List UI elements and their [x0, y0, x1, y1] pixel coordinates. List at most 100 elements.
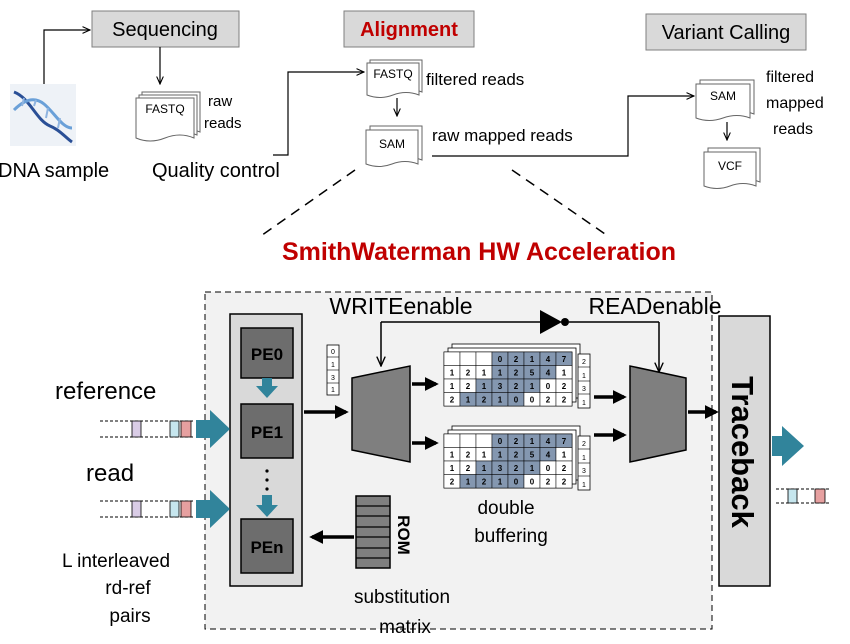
- read-label: read: [86, 460, 134, 487]
- inverter-triangle: [540, 310, 562, 334]
- side-cell: 3: [582, 386, 586, 393]
- output-sequence-strip: [776, 488, 830, 504]
- matrix-value: 1: [498, 369, 503, 378]
- matrix-value: 2: [514, 382, 519, 391]
- traceback-label: Traceback: [725, 376, 760, 528]
- matrix-cell: [475, 433, 493, 448]
- matrix-value: 1: [530, 355, 535, 364]
- matrix-value: 0: [546, 382, 551, 391]
- matrix-value: 4: [546, 369, 551, 378]
- reads-label: reads: [204, 115, 242, 132]
- matrix-value: 2: [466, 451, 471, 460]
- matrix-value: 1: [498, 396, 503, 405]
- dna-helix-icon: [10, 84, 76, 146]
- matrix-value: 2: [546, 396, 551, 405]
- matrix-value: 2: [562, 464, 567, 473]
- pairs-label: pairs: [109, 606, 150, 627]
- zoom-line-left: [257, 169, 356, 239]
- matrix-value: 3: [498, 464, 503, 473]
- matrix-value: 2: [514, 464, 519, 473]
- l-interleaved-label: L interleaved: [62, 551, 170, 572]
- alignment-label: Alignment: [360, 19, 458, 41]
- matrix-value: 4: [546, 451, 551, 460]
- index-cell: 3: [331, 375, 335, 382]
- matrix-value: 1: [530, 382, 535, 391]
- matrix-value: 1: [530, 437, 535, 446]
- demux-block: [351, 365, 411, 463]
- matrix-cell: [555, 392, 573, 407]
- matrix-value: 0: [514, 396, 519, 405]
- matrix-value: 2: [466, 369, 471, 378]
- side-column-a: 2 1 3 1: [577, 353, 591, 409]
- quality-control-label: Quality control: [152, 160, 280, 182]
- fastq-filtered-label: FASTQ: [373, 67, 412, 81]
- pe1-label: PE1: [251, 423, 283, 442]
- pe-ellipsis: [265, 469, 269, 491]
- fastq-filtered-document: FASTQ: [366, 59, 423, 98]
- matrix-value: 1: [450, 464, 455, 473]
- zoom-line-right: [511, 169, 609, 237]
- read-input-arrow: [196, 490, 230, 528]
- substitution-label: substitution: [354, 587, 450, 608]
- matrix-value: 7: [562, 437, 567, 446]
- matrix-value: 1: [466, 396, 471, 405]
- matrix-label: matrix: [379, 617, 431, 638]
- matrix-value: 2: [514, 451, 519, 460]
- fastq-raw-document: FASTQ: [135, 91, 201, 142]
- index-column: 0 1 3 1: [326, 344, 340, 396]
- matrix-value: 2: [482, 396, 487, 405]
- matrix-value: 1: [482, 369, 487, 378]
- matrix-value: 5: [530, 369, 535, 378]
- matrix-value: 2: [514, 437, 519, 446]
- pe1-block: PE1: [240, 403, 294, 459]
- reference-input-arrow: [196, 410, 230, 448]
- vcf-label: VCF: [718, 159, 742, 173]
- matrix-cell: [459, 351, 477, 366]
- reference-sequence-strip: [100, 420, 194, 438]
- mux-block: [629, 365, 687, 463]
- matrix-value: 1: [482, 464, 487, 473]
- matrix-value: 2: [562, 478, 567, 487]
- matrix-value: 0: [530, 478, 535, 487]
- side-cell: 3: [582, 468, 586, 475]
- sam-raw-document: SAM: [365, 125, 423, 167]
- matrix-value: 2: [546, 478, 551, 487]
- index-cell: 0: [331, 349, 335, 356]
- read-enable-label: READenable: [589, 293, 722, 319]
- matrix-value: 2: [466, 464, 471, 473]
- vcf-document: VCF: [703, 147, 761, 189]
- side-cell: 2: [582, 359, 586, 366]
- traceback-block: [718, 315, 771, 587]
- matrix-value: 0: [498, 437, 503, 446]
- pen-label: PEn: [250, 538, 283, 557]
- pe1-to-pen-arrow: [256, 495, 278, 517]
- matrix-value: 1: [450, 382, 455, 391]
- pe0-block: PE0: [240, 327, 294, 379]
- alignment-to-variant-arrow: [432, 96, 694, 157]
- matrix-value: 1: [466, 478, 471, 487]
- matrix-value: 1: [498, 478, 503, 487]
- index-cell: 1: [331, 387, 335, 394]
- fastq-raw-label: FASTQ: [145, 102, 184, 116]
- variant-calling-box: Variant Calling: [645, 13, 807, 51]
- matrix-cell: [475, 351, 493, 366]
- matrix-cell: [443, 351, 461, 366]
- matrix-value: 2: [562, 396, 567, 405]
- raw-mapped-reads-label: raw mapped reads: [432, 126, 573, 145]
- rom-label: ROM: [394, 515, 413, 555]
- matrix-value: 4: [546, 355, 551, 364]
- mapped-label: mapped: [766, 95, 824, 112]
- traceback-output-arrow: [772, 426, 804, 466]
- matrix-value: 2: [514, 369, 519, 378]
- matrix-value: 3: [498, 382, 503, 391]
- dna-sample-label: DNA sample: [0, 160, 109, 182]
- matrix-value: 2: [562, 382, 567, 391]
- sequencing-label: Sequencing: [112, 19, 218, 41]
- matrix-value: 4: [546, 437, 551, 446]
- matrix-value: 2: [514, 355, 519, 364]
